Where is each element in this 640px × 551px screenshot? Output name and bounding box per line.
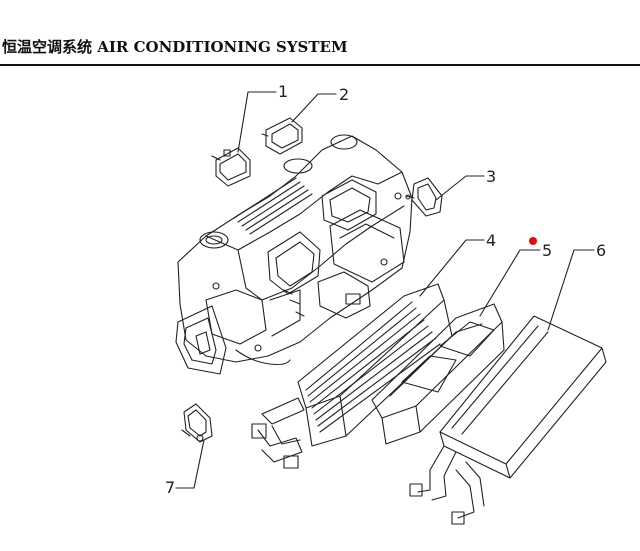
callout-2: 2 [339,85,349,104]
callout-6: 6 [596,241,606,260]
callout-5: 5 [542,241,552,260]
part-1-actuator [211,91,277,187]
page-header: 恒温空调系统 AIR CONDITIONING SYSTEM [0,30,640,66]
callout-3: 3 [486,167,496,186]
red-marker-dot [529,237,537,245]
part-7-sensor-bracket [175,403,213,489]
page-title: 恒温空调系统 AIR CONDITIONING SYSTEM [2,38,348,56]
part-3-connector [405,175,485,217]
header-divider [0,64,640,66]
part-5-filter-tray [371,249,541,445]
part-2-actuator [261,93,337,155]
part-4-evaporator-core [251,239,485,469]
hvac-housing-assembly [175,134,413,375]
callout-4: 4 [486,231,496,250]
callout-7: 7 [165,478,175,497]
callout-1: 1 [278,82,288,101]
part-6-heater-core [409,249,607,525]
